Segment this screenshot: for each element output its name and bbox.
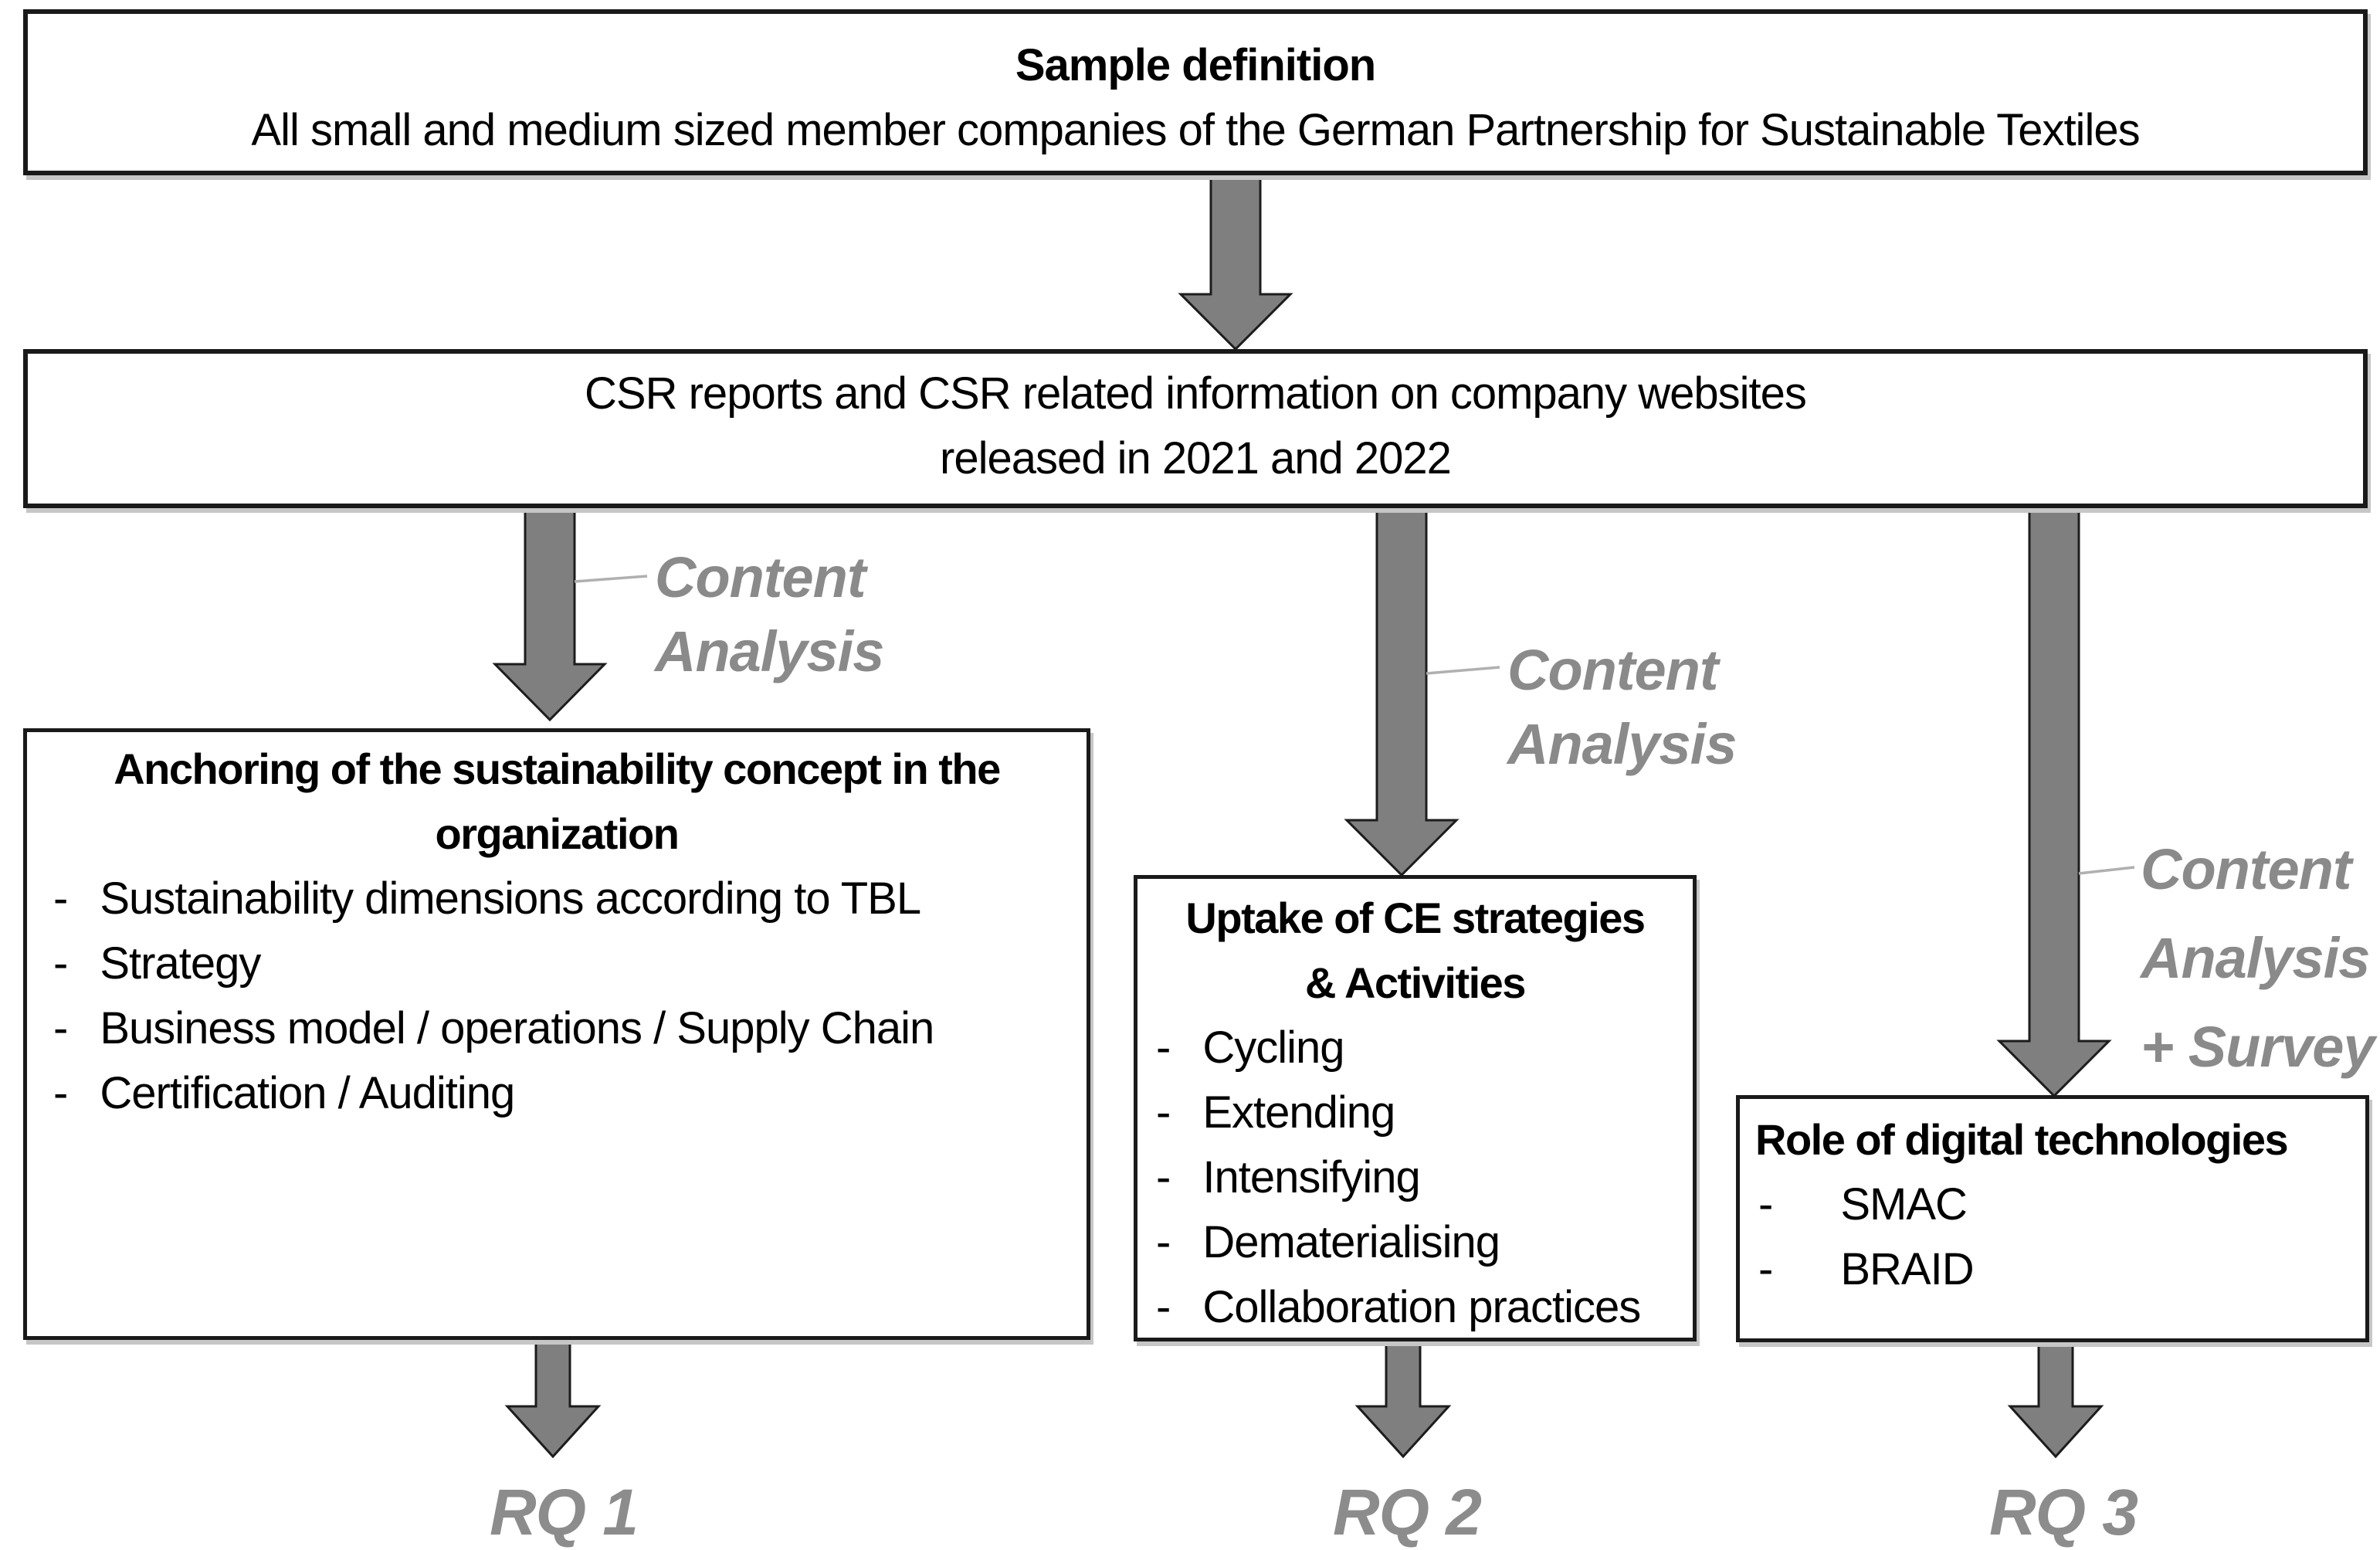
method-label-content-analysis-left: Content Analysis	[655, 541, 884, 689]
method-label-line: Analysis	[655, 619, 884, 683]
bullet-dash: -	[1156, 1023, 1171, 1073]
list-item-label: Extending	[1202, 1087, 1395, 1138]
list-item-label: Sustainability dimensions according to T…	[100, 873, 921, 924]
method-label-content-analysis-survey: Content Analysis + Survey	[2141, 825, 2375, 1091]
method-label-line: Content	[655, 545, 866, 609]
list-item: - Strategy	[27, 931, 1087, 996]
anchoring-box-title-line1: Anchoring of the sustainability concept …	[114, 744, 1001, 793]
down-arrow-csr-to-uptake	[1344, 500, 1460, 877]
list-item-label: BRAID	[1840, 1244, 1974, 1294]
sample-definition-subtitle: All small and medium sized member compan…	[251, 105, 2140, 155]
sample-definition-box: Sample definition All small and medium s…	[23, 9, 2368, 175]
down-arrow-anchoring-to-rq1	[504, 1335, 602, 1459]
method-label-line: Analysis	[1507, 712, 1737, 776]
csr-reports-box: CSR reports and CSR related information …	[23, 349, 2368, 508]
list-item: - BRAID	[1740, 1237, 2365, 1302]
down-arrow-uptake-to-rq2	[1354, 1336, 1452, 1459]
list-item: - Intensifying	[1137, 1145, 1693, 1210]
list-item: - Sustainability dimensions according to…	[27, 867, 1087, 931]
uptake-box-title-line2: & Activities	[1305, 958, 1526, 1007]
uptake-ce-strategies-box: Uptake of CE strategies & Activities - C…	[1134, 875, 1697, 1341]
label-connector-left	[574, 575, 648, 583]
csr-reports-line2: released in 2021 and 2022	[940, 433, 1452, 483]
label-connector-middle	[1426, 666, 1500, 675]
bullet-dash: -	[53, 873, 68, 924]
down-arrow-csr-to-digital	[1996, 500, 2112, 1098]
list-item-label: Strategy	[100, 938, 261, 989]
bullet-dash: -	[1156, 1217, 1171, 1267]
list-item: - Business model / operations / Supply C…	[27, 996, 1087, 1061]
list-item-label: Business model / operations / Supply Cha…	[100, 1003, 934, 1053]
method-label-line: + Survey	[2141, 1015, 2375, 1079]
bullet-dash: -	[53, 1003, 68, 1053]
bullet-dash: -	[1156, 1087, 1171, 1138]
list-item-label: Cycling	[1202, 1023, 1344, 1073]
digital-box-title: Role of digital technologies	[1755, 1115, 2289, 1164]
bullet-dash: -	[1156, 1152, 1171, 1202]
list-item: - Collaboration practices	[1137, 1275, 1693, 1340]
list-item-label: Dematerialising	[1202, 1217, 1500, 1267]
bullet-dash: -	[1758, 1179, 1773, 1229]
role-digital-technologies-box: Role of digital technologies - SMAC - BR…	[1736, 1095, 2369, 1342]
method-label-line: Analysis	[2141, 926, 2370, 990]
list-item: - Dematerialising	[1137, 1210, 1693, 1275]
anchoring-box-title-line2: organization	[435, 809, 680, 858]
bullet-dash: -	[1758, 1244, 1773, 1294]
list-item: - Extending	[1137, 1080, 1693, 1145]
bullet-dash: -	[53, 938, 68, 989]
research-question-3-label: RQ 3	[1988, 1476, 2138, 1548]
uptake-box-title-line1: Uptake of CE strategies	[1185, 894, 1646, 942]
list-item: - Certification / Auditing	[27, 1061, 1087, 1126]
anchoring-sustainability-box: Anchoring of the sustainability concept …	[23, 728, 1090, 1340]
list-item-label: Collaboration practices	[1202, 1282, 1641, 1332]
list-item-label: Certification / Auditing	[100, 1068, 515, 1118]
down-arrow-sample-to-csr	[1178, 170, 1293, 351]
method-label-content-analysis-middle: Content Analysis	[1507, 633, 1737, 782]
bullet-dash: -	[1156, 1282, 1171, 1332]
csr-reports-line1: CSR reports and CSR related information …	[585, 368, 1807, 419]
down-arrow-csr-to-anchoring	[492, 500, 608, 722]
bullet-dash: -	[53, 1068, 68, 1118]
list-item-label: Intensifying	[1202, 1152, 1420, 1202]
method-label-line: Content	[1507, 638, 1719, 702]
research-question-2-label: RQ 2	[1332, 1476, 1482, 1548]
method-label-line: Content	[2141, 837, 2351, 901]
sample-definition-title: Sample definition	[1015, 40, 1376, 90]
list-item: - SMAC	[1740, 1172, 2365, 1237]
list-item-label: SMAC	[1840, 1179, 1968, 1229]
label-connector-right	[2078, 866, 2135, 875]
research-question-1-label: RQ 1	[489, 1476, 639, 1548]
list-item: - Cycling	[1137, 1016, 1693, 1080]
down-arrow-digital-to-rq3	[2007, 1337, 2104, 1459]
